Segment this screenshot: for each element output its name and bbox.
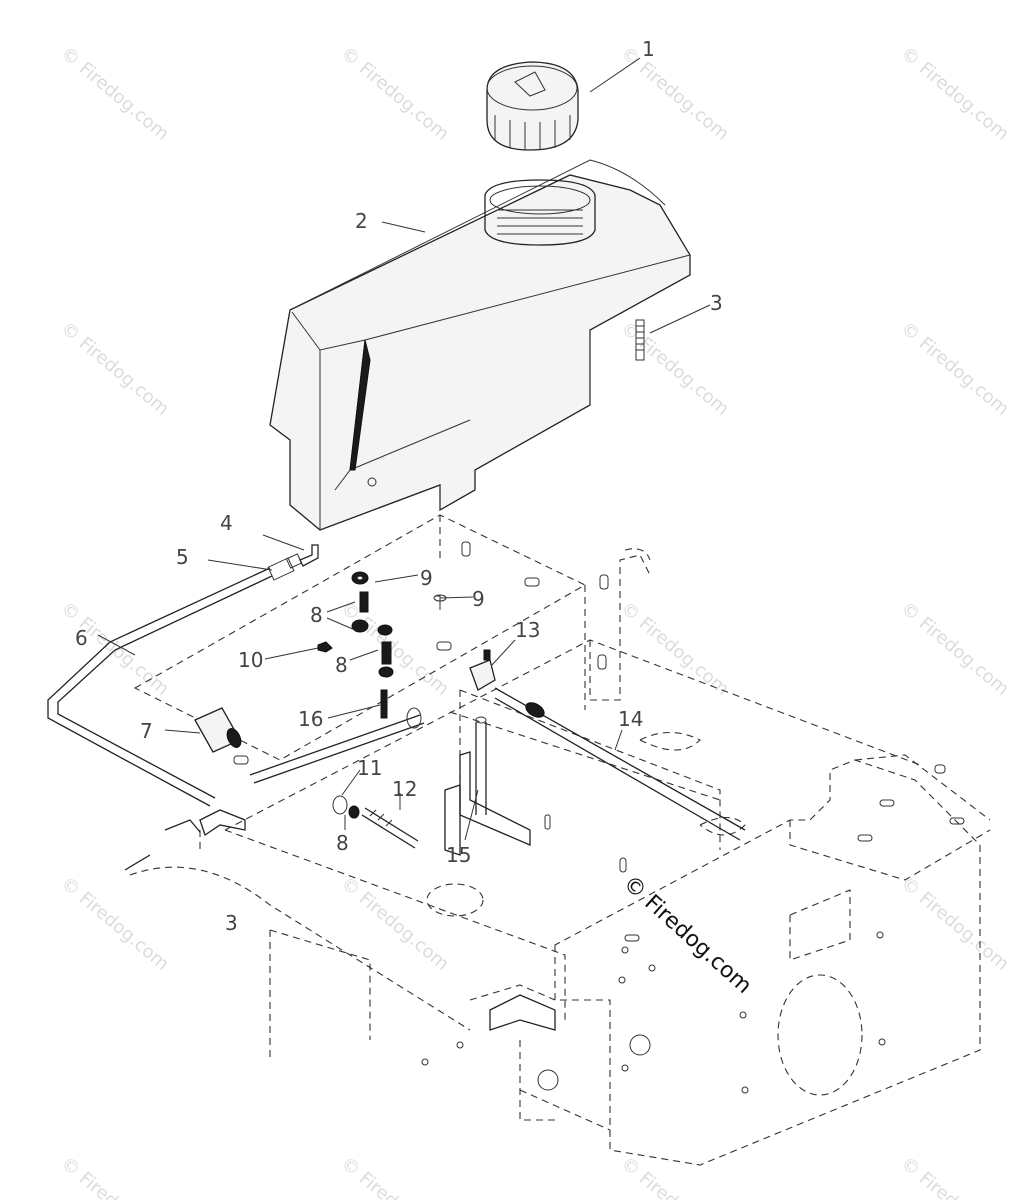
watermark: © Firedog.com xyxy=(57,1153,173,1200)
center-watermark: © Firedog.com xyxy=(618,871,756,999)
callout-1: 1 xyxy=(642,37,655,61)
callout-8: 8 xyxy=(335,653,348,677)
watermark: © Firedog.com xyxy=(57,318,173,420)
fuel-tank xyxy=(269,159,691,531)
watermark: © Firedog.com xyxy=(57,873,173,975)
watermark: © Firedog.com xyxy=(897,318,1013,420)
callout-9: 9 xyxy=(472,587,485,611)
callout-3: 3 xyxy=(225,911,238,935)
watermark: © Firedog.com xyxy=(337,1153,453,1200)
watermark: © Firedog.com xyxy=(617,318,733,420)
watermark: © Firedog.com xyxy=(57,43,173,145)
watermark: © Firedog.com xyxy=(897,43,1013,145)
leader-lines xyxy=(97,57,711,841)
chassis-frame xyxy=(124,514,991,1166)
watermark: © Firedog.com xyxy=(897,873,1013,975)
watermark: © Firedog.com xyxy=(897,1153,1013,1200)
callout-6: 6 xyxy=(75,626,88,650)
fuel-line-assembly xyxy=(47,544,746,856)
callout-13: 13 xyxy=(515,618,540,642)
callout-7: 7 xyxy=(140,719,153,743)
callout-14: 14 xyxy=(618,707,643,731)
watermark: © Firedog.com xyxy=(617,598,733,700)
callout-5: 5 xyxy=(176,545,189,569)
callout-9: 9 xyxy=(420,566,433,590)
callout-10: 10 xyxy=(238,648,263,672)
callout-12: 12 xyxy=(392,777,417,801)
watermark: © Firedog.com xyxy=(617,1153,733,1200)
callout-16: 16 xyxy=(298,707,323,731)
fuel-cap xyxy=(486,61,579,151)
watermark: © Firedog.com xyxy=(617,43,733,145)
watermark: © Firedog.com xyxy=(897,598,1013,700)
watermark: © Firedog.com xyxy=(337,598,453,700)
callout-4: 4 xyxy=(220,511,233,535)
watermark: © Firedog.com xyxy=(337,43,453,145)
callout-2: 2 xyxy=(355,209,368,233)
callout-11: 11 xyxy=(357,756,382,780)
callout-8: 8 xyxy=(310,603,323,627)
callout-3: 3 xyxy=(710,291,723,315)
callout-8: 8 xyxy=(336,831,349,855)
callout-15: 15 xyxy=(446,843,471,867)
callout-labels: 1 2 3 4 5 6 7 8 8 8 9 9 10 11 12 13 14 1… xyxy=(75,37,723,935)
